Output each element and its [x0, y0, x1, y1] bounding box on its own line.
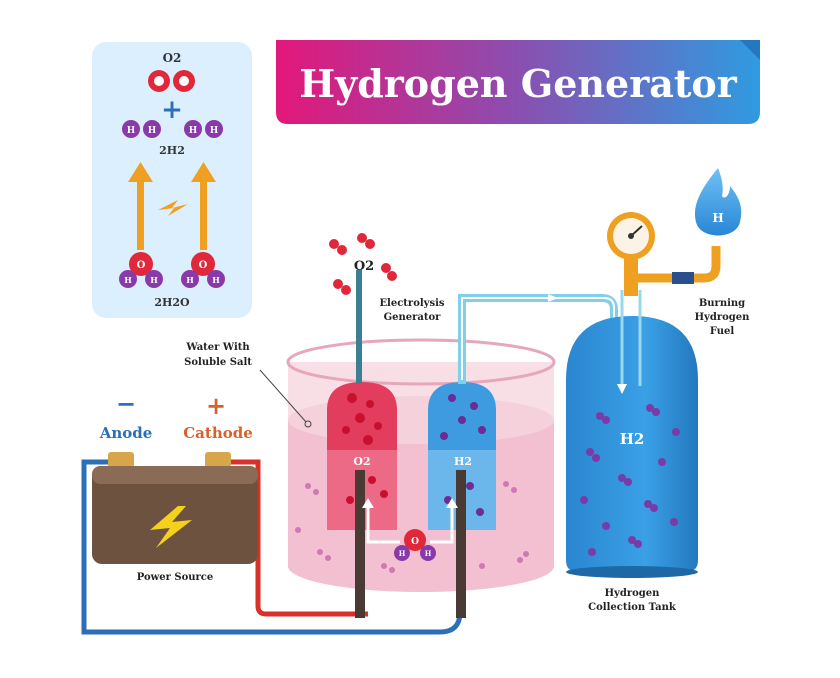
o2-chamber-label: O2	[353, 455, 370, 468]
electrolysis-label-line1: Electrolysis	[379, 298, 444, 309]
atom-h: H	[186, 275, 194, 285]
atom-h: H	[124, 275, 132, 285]
cathode-label: Cathode	[183, 424, 253, 442]
atom-o: O	[199, 260, 208, 271]
oxygen-outlet-pipe	[356, 270, 362, 384]
lightning-bolt-icon	[150, 506, 192, 548]
reaction-panel: O2 + H H H H 2H2	[92, 42, 252, 318]
title-banner: Hydrogen Generator	[276, 40, 760, 124]
tank-h2-label: H2	[620, 430, 645, 448]
water-molecule-right: O H H	[181, 252, 225, 288]
cathode-electrode	[355, 470, 365, 618]
tank-hydrogen-particles	[580, 404, 680, 556]
atom-h: H	[212, 275, 220, 285]
atom-h: H	[399, 549, 406, 558]
anode-electrode	[456, 470, 466, 618]
page-title: Hydrogen Generator	[299, 61, 737, 106]
flame-h-label: H	[712, 211, 723, 225]
electrolysis-container: O2 H2 O	[286, 338, 556, 618]
atom-h: H	[210, 126, 219, 136]
atom-h: H	[189, 126, 198, 136]
power-source-label: Power Source	[137, 572, 214, 583]
water-label-line1: Water With	[185, 342, 250, 353]
anode-label: Anode	[99, 424, 153, 442]
atom-h: H	[148, 126, 157, 136]
energy-bolt-icon	[158, 200, 188, 216]
oxygen-bubbles	[342, 393, 388, 504]
hydrogen-bubbles	[440, 394, 486, 516]
h2-molecule-right: H H	[184, 120, 223, 138]
o2-escaping-label: O2	[354, 259, 374, 274]
pressure-gauge	[607, 212, 655, 296]
h2-formula-label: 2H2	[159, 144, 185, 157]
fuel-outlet-pipe	[638, 246, 721, 283]
escaping-oxygen	[329, 233, 397, 295]
burning-label-line2: Hydrogen	[695, 312, 751, 323]
power-source-battery	[92, 452, 258, 564]
atom-o: O	[137, 260, 146, 271]
water-label-line2: Soluble Salt	[184, 357, 252, 368]
h2-chamber-label: H2	[454, 455, 472, 468]
o2-molecule	[148, 70, 195, 92]
burning-label-line3: Fuel	[710, 326, 735, 337]
hydrogen-collection-tank: H2	[566, 316, 698, 578]
water-molecule-center: O H H	[394, 529, 436, 561]
plus-sign: +	[161, 95, 183, 125]
salt-particles	[295, 481, 529, 573]
cathode-sign: +	[206, 391, 226, 420]
cathode-wire	[222, 459, 368, 617]
atom-h: H	[127, 126, 136, 136]
electrolysis-label-line2: Generator	[384, 312, 442, 323]
atom-h: H	[425, 549, 432, 558]
water-formula-label: 2H2O	[154, 296, 190, 309]
up-arrow-icon-left	[128, 162, 153, 250]
atom-o: O	[411, 537, 419, 547]
hydrogen-flame-icon	[694, 168, 742, 236]
up-arrow-icon-right	[191, 162, 216, 250]
collection-label-line1: Hydrogen	[605, 588, 661, 599]
anode-sign: −	[116, 389, 136, 418]
burning-label-line1: Burning	[699, 298, 745, 309]
water-molecule-left: O H H	[119, 252, 163, 288]
atom-h: H	[150, 275, 158, 285]
collection-label-line2: Collection Tank	[588, 602, 677, 613]
o2-formula-label: O2	[163, 51, 182, 65]
h2-molecule-left: H H	[122, 120, 161, 138]
